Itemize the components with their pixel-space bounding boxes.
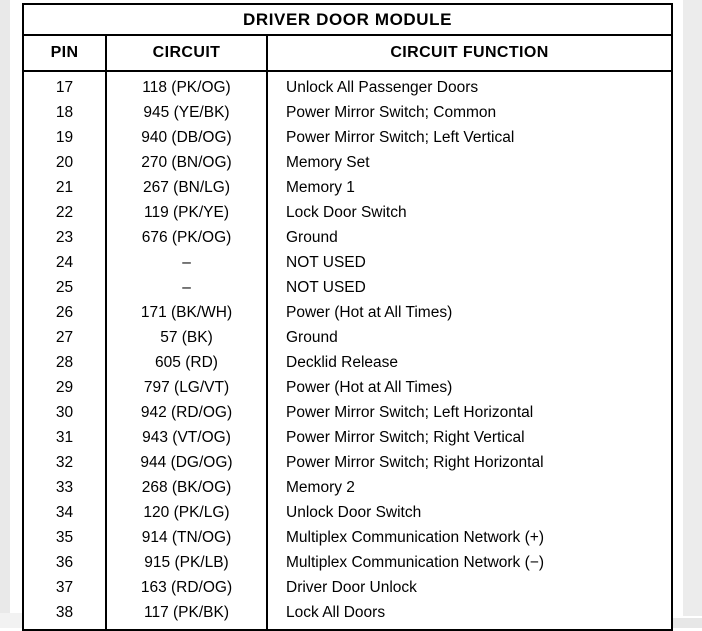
cell-circuit: 945 (YE/BK): [106, 100, 268, 125]
table-column-header-row: PIN CIRCUIT CIRCUIT FUNCTION: [23, 35, 673, 72]
cell-circuit-function: Lock All Doors: [286, 603, 386, 621]
cell-circuit: 940 (DB/OG): [106, 125, 268, 150]
cell-circuit-function: Memory 2: [286, 478, 355, 496]
cell-pin: 20: [23, 150, 107, 175]
cell-circuit-function: Power Mirror Switch; Left Vertical: [286, 128, 515, 146]
cell-pin: 25: [23, 275, 107, 300]
cell-circuit: 605 (RD): [106, 350, 268, 375]
cell-circuit: 268 (BK/OG): [106, 475, 268, 500]
cell-circuit: 797 (LG/VT): [106, 375, 268, 400]
cell-circuit-function: Ground: [286, 328, 338, 346]
cell-pin: 28: [23, 350, 107, 375]
table-title: DRIVER DOOR MODULE: [23, 4, 673, 36]
cell-circuit-function: Power Mirror Switch; Common: [286, 103, 497, 121]
cell-circuit: 171 (BK/WH): [106, 300, 268, 325]
cell-pin: 36: [23, 550, 107, 575]
cell-circuit-function: Power (Hot at All Times): [286, 378, 453, 396]
cell-circuit: 117 (PK/BK): [106, 600, 268, 630]
cell-pin: 30: [23, 400, 107, 425]
cell-pin: 35: [23, 525, 107, 550]
cell-circuit: –: [106, 275, 268, 300]
driver-door-module-pinout-table: DRIVER DOOR MODULE PIN CIRCUIT CIRCUIT F…: [22, 3, 674, 631]
cell-circuit-function: Power Mirror Switch; Right Vertical: [286, 428, 525, 446]
table-row: 25–NOT USED: [23, 275, 672, 300]
cell-pin: 19: [23, 125, 107, 150]
table-row: 24–NOT USED: [23, 250, 672, 275]
column-header-circuit-function: CIRCUIT FUNCTION: [267, 35, 673, 72]
cell-circuit-function: Decklid Release: [286, 353, 398, 371]
cell-circuit: 118 (PK/OG): [106, 71, 268, 100]
table-header-group: DRIVER DOOR MODULE PIN CIRCUIT CIRCUIT F…: [23, 4, 673, 72]
cell-circuit: 270 (BN/OG): [106, 150, 268, 175]
cell-circuit: 119 (PK/YE): [106, 200, 268, 225]
cell-circuit: 914 (TN/OG): [106, 525, 268, 550]
cell-pin: 32: [23, 450, 107, 475]
cell-circuit-function: Memory 1: [286, 178, 355, 196]
cell-pin: 31: [23, 425, 107, 450]
scan-margin-right: [683, 0, 702, 616]
cell-circuit: 120 (PK/LG): [106, 500, 268, 525]
cell-circuit-function: Driver Door Unlock: [286, 578, 417, 596]
cell-circuit: 915 (PK/LB): [106, 550, 268, 575]
cell-circuit: 944 (DG/OG): [106, 450, 268, 475]
cell-pin: 17: [23, 71, 107, 100]
cell-circuit: 943 (VT/OG): [106, 425, 268, 450]
column-header-pin: PIN: [23, 35, 107, 72]
cell-circuit-function: Unlock All Passenger Doors: [286, 78, 479, 96]
cell-circuit: 163 (RD/OG): [106, 575, 268, 600]
cell-pin: 18: [23, 100, 107, 125]
cell-circuit-function: Power (Hot at All Times): [286, 303, 453, 321]
cell-pin: 24: [23, 250, 107, 275]
cell-circuit: 676 (PK/OG): [106, 225, 268, 250]
cell-pin: 38: [23, 600, 107, 630]
cell-pin: 37: [23, 575, 107, 600]
cell-circuit-function: Memory Set: [286, 153, 370, 171]
cell-circuit-function: Lock Door Switch: [286, 203, 407, 221]
cell-pin: 22: [23, 200, 107, 225]
column-header-circuit: CIRCUIT: [106, 35, 268, 72]
cell-pin: 34: [23, 500, 107, 525]
cell-circuit: 57 (BK): [106, 325, 268, 350]
cell-circuit-function: NOT USED: [286, 278, 366, 296]
cell-pin: 26: [23, 300, 107, 325]
cell-circuit-function: Unlock Door Switch: [286, 503, 422, 521]
cell-pin: 23: [23, 225, 107, 250]
cell-circuit: 267 (BN/LG): [106, 175, 268, 200]
cell-circuit: 942 (RD/OG): [106, 400, 268, 425]
cell-pin: 33: [23, 475, 107, 500]
cell-circuit-function: NOT USED: [286, 253, 366, 271]
cell-pin: 21: [23, 175, 107, 200]
cell-circuit-function: Multiplex Communication Network (−): [286, 553, 544, 571]
scan-margin-left: [0, 0, 10, 620]
cell-pin: 27: [23, 325, 107, 350]
table-title-row: DRIVER DOOR MODULE: [23, 4, 673, 36]
cell-circuit-function: Power Mirror Switch; Left Horizontal: [286, 403, 534, 421]
cell-circuit-function: Multiplex Communication Network (+): [286, 528, 544, 546]
cell-circuit: –: [106, 250, 268, 275]
cell-pin: 29: [23, 375, 107, 400]
cell-circuit-function: Power Mirror Switch; Right Horizontal: [286, 453, 544, 471]
cell-circuit-function: Ground: [286, 228, 338, 246]
